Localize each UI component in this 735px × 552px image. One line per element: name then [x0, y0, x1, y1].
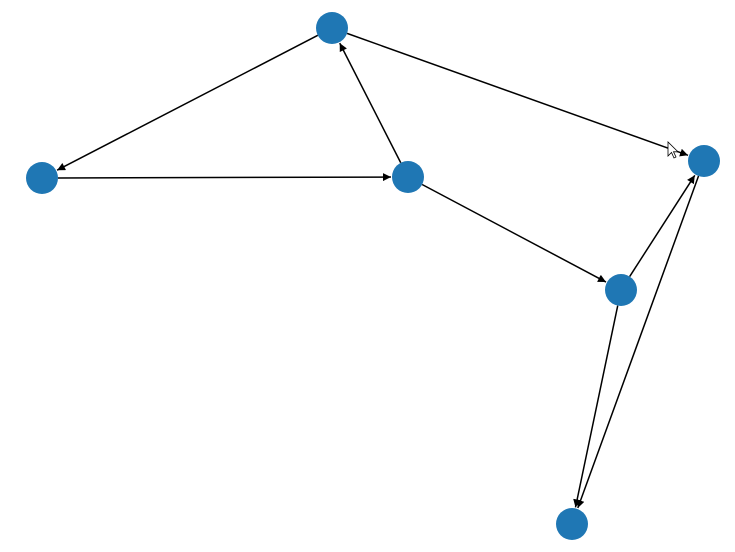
edge-n4-n3 — [629, 174, 696, 277]
edge-n4-n5 — [573, 305, 619, 508]
arrow-cursor-icon — [667, 141, 679, 159]
edge-n2-n0 — [339, 42, 402, 164]
node-n0 — [316, 12, 348, 44]
edge-n0-n3 — [346, 32, 689, 157]
node-n5 — [556, 508, 588, 540]
edge-n1-n2 — [57, 173, 392, 182]
node-n3 — [688, 145, 720, 177]
edge-n0-n1 — [56, 34, 319, 171]
nodes — [26, 12, 720, 540]
edges — [56, 32, 700, 509]
edge-n3-n5 — [576, 175, 700, 509]
node-n2 — [392, 161, 424, 193]
edge-n2-n4 — [421, 183, 607, 283]
node-n4 — [605, 274, 637, 306]
node-n1 — [26, 162, 58, 194]
